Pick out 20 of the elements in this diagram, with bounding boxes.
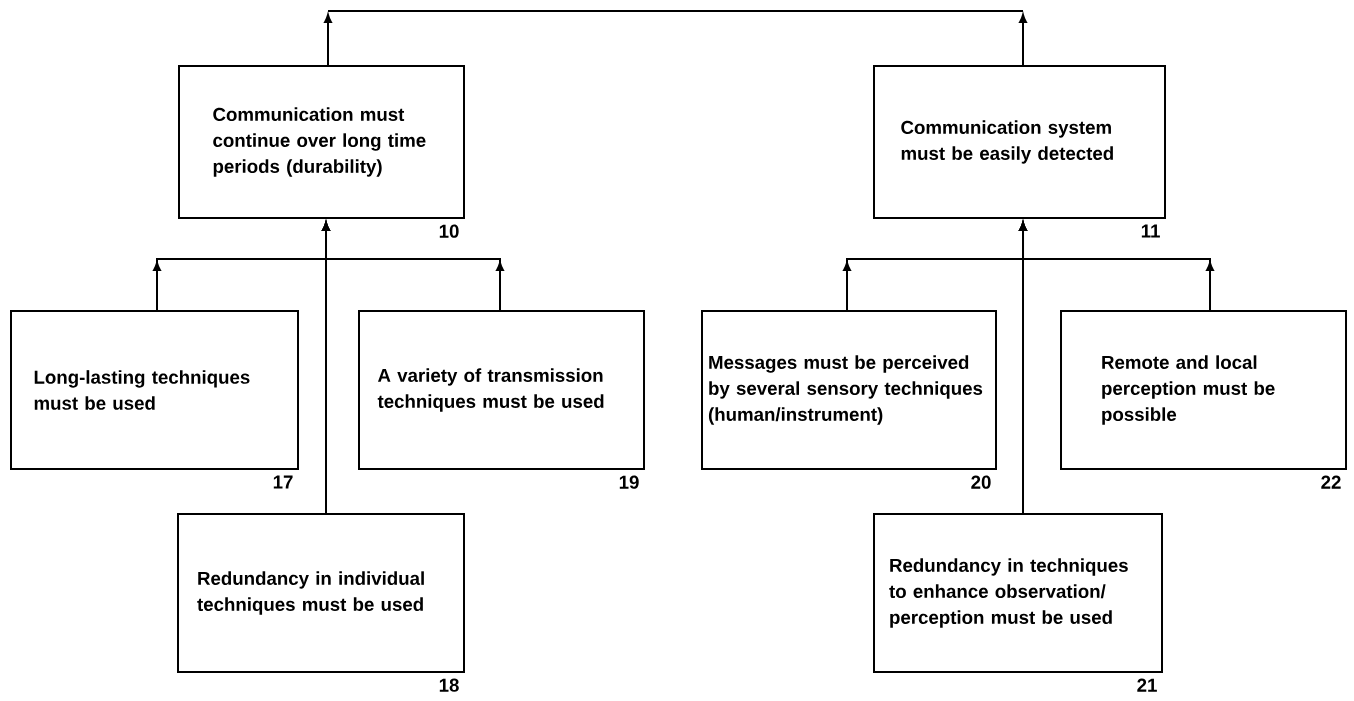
reference-number: 22 (1321, 475, 1341, 489)
process-box: Redundancy in individual techniques must be used (177, 513, 465, 673)
reference-number: 10 (439, 224, 459, 238)
reference-number: 21 (1137, 678, 1157, 692)
arrow (324, 14, 332, 66)
process-box: Remote and local perception must be possible (1060, 310, 1347, 470)
reference-number: 11 (1141, 224, 1160, 238)
process-box: A variety of transmission techniques must be used (358, 310, 645, 470)
process-box: Communication system must be easily detected (873, 65, 1166, 219)
process-box: Messages must be perceived by several sensory techniques (human/instrument) (701, 310, 997, 470)
arrow (1019, 222, 1027, 514)
process-box: Redundancy in techniques to enhance observation/ perception must be used (873, 513, 1163, 673)
reference-number: 18 (439, 678, 459, 692)
arrow (1019, 14, 1027, 66)
reference-number: 17 (273, 475, 293, 489)
process-box: Communication must continue over long time periods (durability) (178, 65, 465, 219)
reference-number: 20 (971, 475, 991, 489)
arrow (322, 222, 330, 514)
process-box: Long-lasting techniques must be used (10, 310, 299, 470)
reference-number: 19 (619, 475, 639, 489)
